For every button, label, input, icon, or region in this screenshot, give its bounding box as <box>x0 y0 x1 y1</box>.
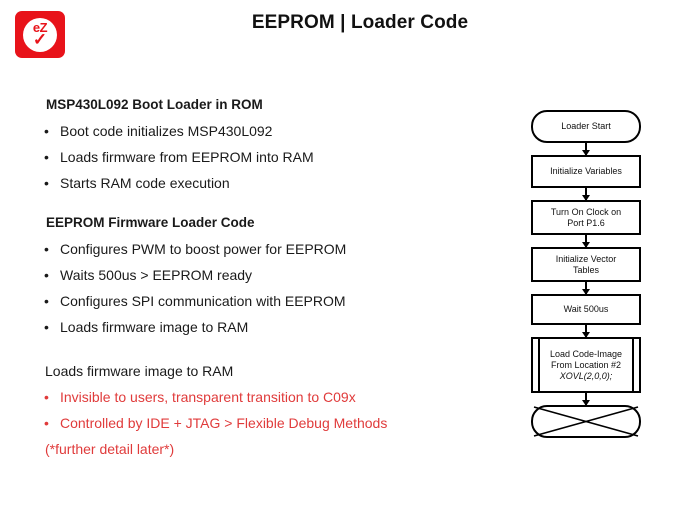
bullet-icon: • <box>44 175 49 191</box>
flow-arrow-down-icon <box>582 282 590 295</box>
note-further-detail: (*further detail later*) <box>45 441 175 457</box>
list-item: • Waits 500us > EEPROM ready <box>44 262 494 288</box>
list-item-label: Configures SPI communication with EEPROM <box>60 293 346 309</box>
list-item: • Boot code initializes MSP430L092 <box>44 118 494 144</box>
plain-text-loads-firmware: Loads firmware image to RAM <box>45 363 234 379</box>
flow-arrow-down-icon <box>582 235 590 248</box>
spacer <box>44 340 494 358</box>
list-item: • Loads firmware from EEPROM into RAM <box>44 144 494 170</box>
page-title: EEPROM | Loader Code <box>251 12 469 33</box>
flow-arrow-down-icon <box>582 393 590 406</box>
bullet-icon: • <box>44 267 49 283</box>
spacer <box>44 196 494 214</box>
flow-arrow-down-icon <box>582 188 590 201</box>
list-item: • Configures PWM to boost power for EEPR… <box>44 236 494 262</box>
list-item-label: Configures PWM to boost power for EEPROM <box>60 241 347 257</box>
bullet-icon: • <box>44 149 49 165</box>
flow-node-label: Turn On Clock on Port P1.6 <box>550 206 622 228</box>
list-item: • Loads firmware image to RAM <box>44 314 494 340</box>
section-heading-boot-loader: MSP430L092 Boot Loader in ROM <box>46 97 263 112</box>
logo-ez-text: eZ <box>32 19 48 35</box>
list-item-label: Loads firmware image to RAM <box>60 319 249 335</box>
list-item-label: Invisible to users, transparent transiti… <box>60 389 356 405</box>
section-heading-firmware-loader: EEPROM Firmware Loader Code <box>46 215 255 230</box>
bullet-icon: • <box>44 241 49 257</box>
flow-node-code-label: XOVL(2,0,0); <box>559 370 613 381</box>
bullet-icon: • <box>44 123 49 139</box>
bullet-icon: • <box>44 319 49 335</box>
content-column: MSP430L092 Boot Loader in ROM • Boot cod… <box>44 96 494 462</box>
flow-node-loader-start: Loader Start <box>531 110 641 143</box>
flow-node-initialize-variables: Initialize Variables <box>531 155 641 188</box>
flow-arrow-down-icon <box>582 325 590 338</box>
flow-node-turn-on-clock: Turn On Clock on Port P1.6 <box>531 200 641 235</box>
flow-arrow-down-icon <box>582 143 590 156</box>
logo-circle: eZ ✓ <box>23 17 57 52</box>
loader-flowchart: Loader Start Initialize Variables Turn O… <box>512 104 662 454</box>
list-item-label: Controlled by IDE + JTAG > Flexible Debu… <box>60 415 388 431</box>
list-item: • Configures SPI communication with EEPR… <box>44 288 494 314</box>
ez-logo: eZ ✓ <box>15 11 65 58</box>
bullet-icon: • <box>44 389 49 405</box>
flow-node-label: Initialize Variables <box>550 166 622 176</box>
flow-node-label: Load Code-Image From Location #2 <box>549 348 623 370</box>
flow-node-label: Wait 500us <box>563 304 609 314</box>
list-item-label: Starts RAM code execution <box>60 175 230 191</box>
list-item-label: Loads firmware from EEPROM into RAM <box>60 149 314 165</box>
end-terminator-cross-icon <box>533 406 639 437</box>
list-item-label: Boot code initializes MSP430L092 <box>60 123 273 139</box>
flow-node-wait-500us: Wait 500us <box>531 294 641 325</box>
list-item: • Controlled by IDE + JTAG > Flexible De… <box>44 410 494 436</box>
flow-node-load-code-image: Load Code-Image From Location #2 XOVL(2,… <box>531 337 641 393</box>
check-icon: ✓ <box>32 29 48 49</box>
list-item: • Invisible to users, transparent transi… <box>44 384 494 410</box>
list-item-label: Waits 500us > EEPROM ready <box>60 267 253 283</box>
bullet-icon: • <box>44 415 49 431</box>
flow-node-label: Loader Start <box>561 121 611 131</box>
flow-node-initialize-vector-tables: Initialize Vector Tables <box>531 247 641 282</box>
flow-node-label: Initialize Vector Tables <box>555 253 617 275</box>
list-item: • Starts RAM code execution <box>44 170 494 196</box>
bullet-icon: • <box>44 293 49 309</box>
